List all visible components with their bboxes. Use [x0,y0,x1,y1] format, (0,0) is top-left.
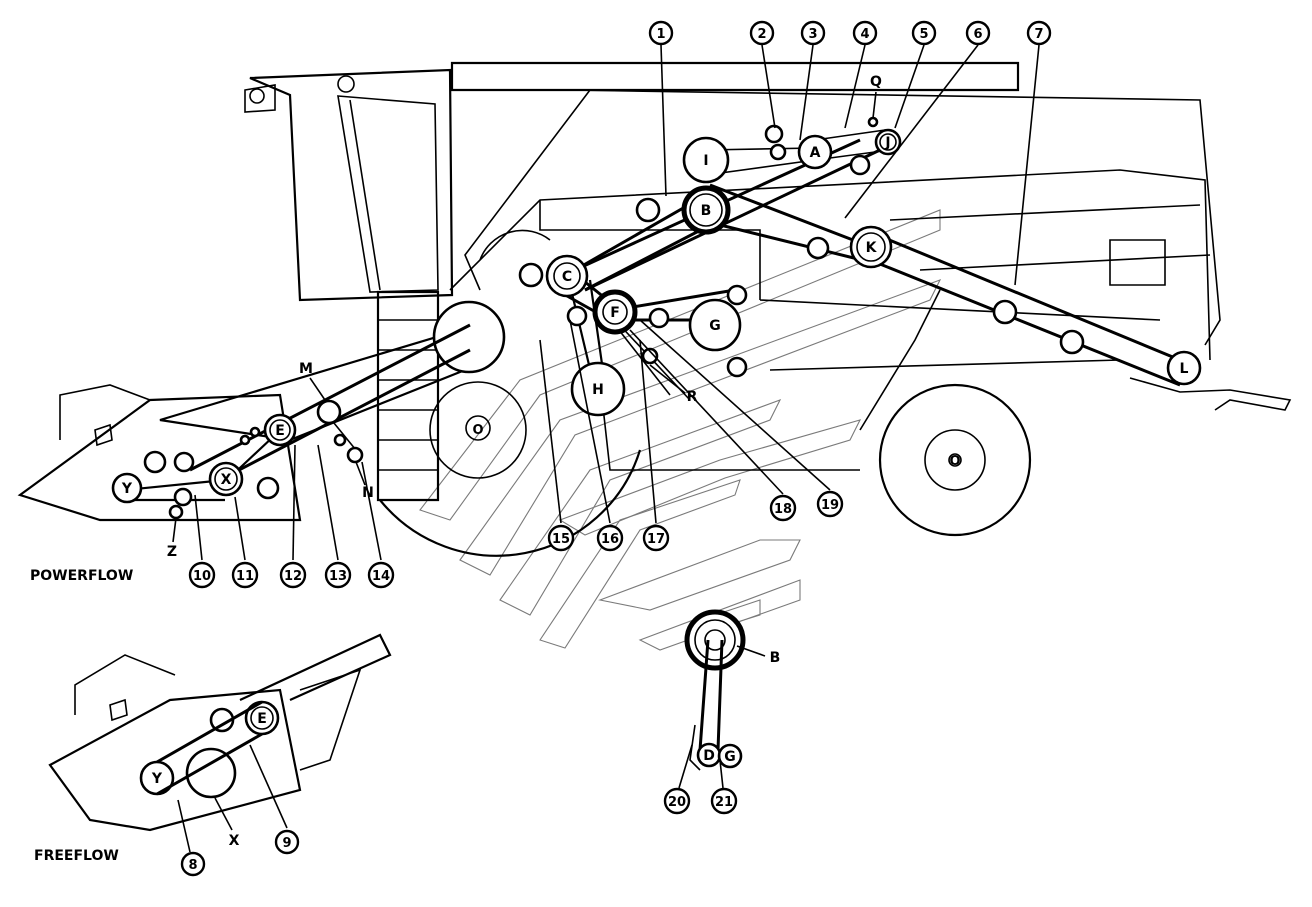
svg-text:H: H [592,382,604,398]
pulley-a: A [797,134,833,170]
background-stripe-graphics [419,209,942,651]
label-o-wheel: O [949,454,960,469]
freeflow-pulley-e: E [257,711,267,727]
callout-6: 6 [965,20,991,46]
svg-text:A: A [810,145,821,161]
detail-label-g: G [724,749,736,765]
callout-10: 10 [188,561,216,589]
svg-text:1: 1 [656,27,665,42]
svg-text:15: 15 [552,532,570,547]
svg-text:11: 11 [236,569,254,584]
svg-text:18: 18 [774,502,792,517]
callout-1: 1 [648,20,674,46]
svg-text:J: J [884,135,890,151]
callout-16: 16 [596,524,624,552]
svg-text:3: 3 [808,27,817,42]
callout-5: 5 [911,20,937,46]
svg-text:5: 5 [919,27,928,42]
svg-text:Y: Y [121,481,133,497]
labeled-pulleys: I A J B K C F [111,128,1202,504]
freeflow-inset: E Y X [48,633,392,853]
svg-text:12: 12 [284,569,302,584]
svg-text:G: G [709,318,721,334]
svg-text:4: 4 [860,27,869,42]
callout-15: 15 [547,524,575,552]
svg-text:I: I [703,153,708,169]
pulley-h: H [570,361,626,417]
svg-text:L: L [1180,361,1189,377]
svg-text:19: 19 [821,498,839,513]
freeflow-label-x: X [229,833,240,849]
idler-pulleys [143,124,1085,520]
svg-text:16: 16 [601,532,619,547]
callout-17: 17 [642,524,670,552]
svg-text:10: 10 [193,569,211,584]
svg-text:8: 8 [188,858,197,873]
callout-9: 9 [274,829,300,855]
svg-text:6: 6 [973,27,982,42]
callout-4: 4 [852,20,878,46]
callout-14: 14 [367,561,395,589]
svg-text:B: B [701,203,712,219]
callout-2: 2 [749,20,775,46]
svg-text:14: 14 [372,569,390,584]
svg-text:X: X [221,472,232,488]
pulley-j: J [874,128,902,156]
callout-13: 13 [324,561,352,589]
pulley-l: L [1166,350,1202,386]
callout-leader-lines [194,44,1040,561]
callout-20: 20 [663,787,691,815]
callout-7: 7 [1026,20,1052,46]
numbered-callouts: 1 2 3 4 5 6 7 8 9 10 11 12 13 14 15 16 1… [180,20,1052,877]
callout-11: 11 [231,561,259,589]
svg-text:K: K [866,240,878,256]
detail-label-d: D [703,748,715,764]
detail-label-b: B [770,650,781,666]
callout-19: 19 [816,490,844,518]
label-z: Z [167,544,177,560]
svg-text:17: 17 [647,532,665,547]
pulley-y: Y [111,472,143,504]
callout-12: 12 [279,561,307,589]
powerflow-caption: POWERFLOW [30,568,133,584]
pulley-f: F [592,289,638,335]
svg-text:C: C [562,269,572,285]
pulley-b: B [681,185,731,235]
svg-text:20: 20 [668,795,686,810]
pulley-c: C [545,254,589,298]
pulley-e: E [263,413,297,447]
pulley-x: X [208,461,244,497]
svg-text:21: 21 [715,795,733,810]
label-q: Q [870,74,882,90]
freeflow-pulley-y: Y [151,771,163,787]
label-m: M [299,361,313,377]
callout-3: 3 [800,20,826,46]
callout-18: 18 [769,494,797,522]
pulley-g: G [688,298,742,352]
combine-body-outline [17,61,1292,557]
svg-text:F: F [610,305,620,321]
svg-text:7: 7 [1034,27,1043,42]
callout-8: 8 [180,851,206,877]
pulley-k: K [849,225,893,269]
svg-text:E: E [275,423,285,439]
callout-21: 21 [710,787,738,815]
pulley-i: I [682,136,730,184]
pulley-b-detail: B D G [678,609,781,789]
svg-text:13: 13 [329,569,347,584]
svg-text:2: 2 [757,27,766,42]
label-o-feeder: O [472,423,483,438]
freeflow-caption: FREEFLOW [34,848,119,864]
svg-text:9: 9 [282,836,291,851]
